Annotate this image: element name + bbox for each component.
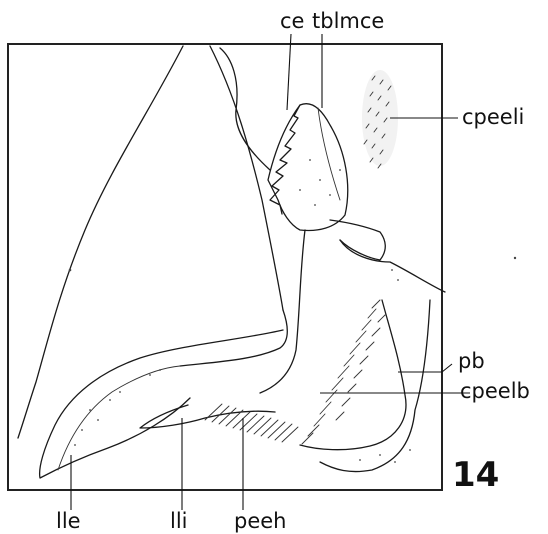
label-tblmce: tblmce xyxy=(312,9,384,33)
label-peeh: peeh xyxy=(234,509,286,533)
label-cpeelb: cpeelb xyxy=(460,379,530,403)
cpeelb-bristles xyxy=(302,300,385,444)
cpeeli-stipple xyxy=(362,70,398,168)
central-column-right xyxy=(260,230,305,393)
label-lle: lle xyxy=(56,509,81,533)
outer-lobe-inner-outline xyxy=(210,46,283,310)
upper-ridge xyxy=(220,48,270,170)
label-lli: lli xyxy=(170,509,188,533)
stippling xyxy=(69,159,517,463)
right-body-curve xyxy=(340,240,445,292)
tblmce-spine xyxy=(318,108,340,200)
peeh-spines xyxy=(205,404,298,442)
ce-serrated-edge xyxy=(270,105,300,214)
ce-appendage xyxy=(268,104,348,231)
pb-outer-edge xyxy=(320,300,430,472)
outer-lobe-outline xyxy=(18,46,183,438)
lle-inner-edge xyxy=(58,366,180,470)
label-pb: pb xyxy=(458,349,485,373)
label-cpeeli: cpeeli xyxy=(462,105,524,129)
label-ce: ce xyxy=(280,9,304,33)
pb-lobe xyxy=(300,300,406,450)
central-column-left xyxy=(180,310,287,366)
figure-number: 14 xyxy=(452,455,499,495)
lle-lobe xyxy=(40,330,283,478)
